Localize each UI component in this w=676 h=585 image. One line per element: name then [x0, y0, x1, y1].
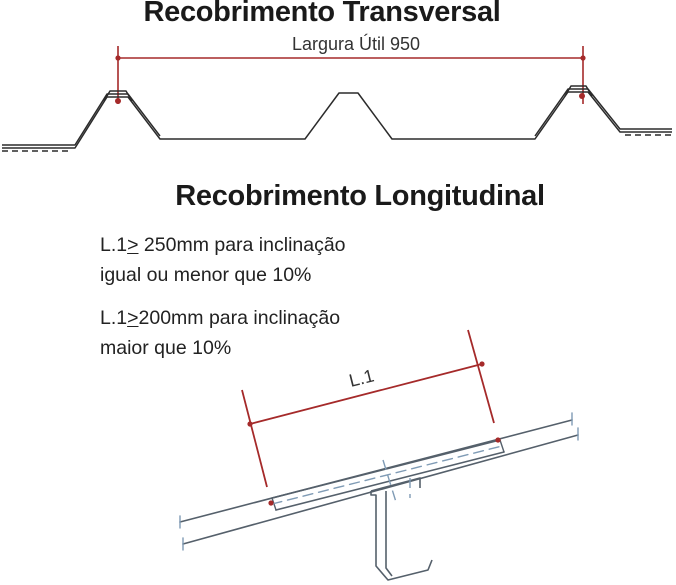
l1-dimension-line: [249, 363, 483, 425]
note2-prefix: L.1: [100, 307, 128, 329]
lower-sheet: [182, 434, 579, 545]
title-transversal: Recobrimento Transversal: [143, 0, 501, 28]
overlap-cap-right: [564, 85, 593, 97]
purlin-top-flange: [370, 477, 421, 492]
purlin-axis-line: [382, 459, 397, 503]
note-inclination-high: L.1>200mm para inclinação maior que 10%: [100, 303, 340, 363]
note1-rest: 250mm para inclinação: [138, 234, 346, 256]
profile-sheet-lower: [2, 91, 672, 149]
profile-sheet-upper-left: [2, 93, 161, 146]
note1-line2: igual ou menor que 10%: [100, 264, 312, 286]
l1-dot-right: [479, 361, 485, 367]
overlap-centerline: [271, 445, 503, 505]
l1-extension-right: [467, 329, 495, 424]
l1-dot-left: [247, 421, 253, 427]
title-longitudinal: Recobrimento Longitudinal: [175, 180, 545, 212]
fastener-dot-right: [579, 93, 585, 99]
longitudinal-sheets: [179, 412, 579, 551]
overlap-fastener-left: [268, 500, 274, 506]
purlin-axis: [382, 459, 411, 503]
note1-symbol: >: [127, 234, 139, 256]
dimension-end-dot-right: [580, 55, 586, 61]
dimension-label-largura: Largura Útil 950: [292, 33, 420, 54]
dimension-end-dot-left: [115, 55, 121, 61]
overlap-end-right: [499, 439, 505, 453]
note2-symbol: >: [127, 307, 139, 329]
overlap-fastener-right: [495, 437, 501, 443]
purlin-inner: [385, 491, 393, 577]
note1-prefix: L.1: [100, 234, 128, 256]
overlap-cap-left: [103, 90, 133, 102]
purlin-section: [370, 477, 433, 581]
l1-extension-left: [241, 389, 268, 488]
trapezoidal-profile: [2, 85, 672, 152]
note2-rest: 200mm para inclinação: [138, 307, 341, 329]
note-inclination-low: L.1> 250mm para inclinação igual ou meno…: [100, 230, 346, 290]
l1-label: L.1: [347, 365, 376, 390]
note2-line2: maior que 10%: [100, 337, 232, 359]
fastener-dot-left: [115, 98, 121, 104]
purlin-web: [370, 491, 433, 581]
